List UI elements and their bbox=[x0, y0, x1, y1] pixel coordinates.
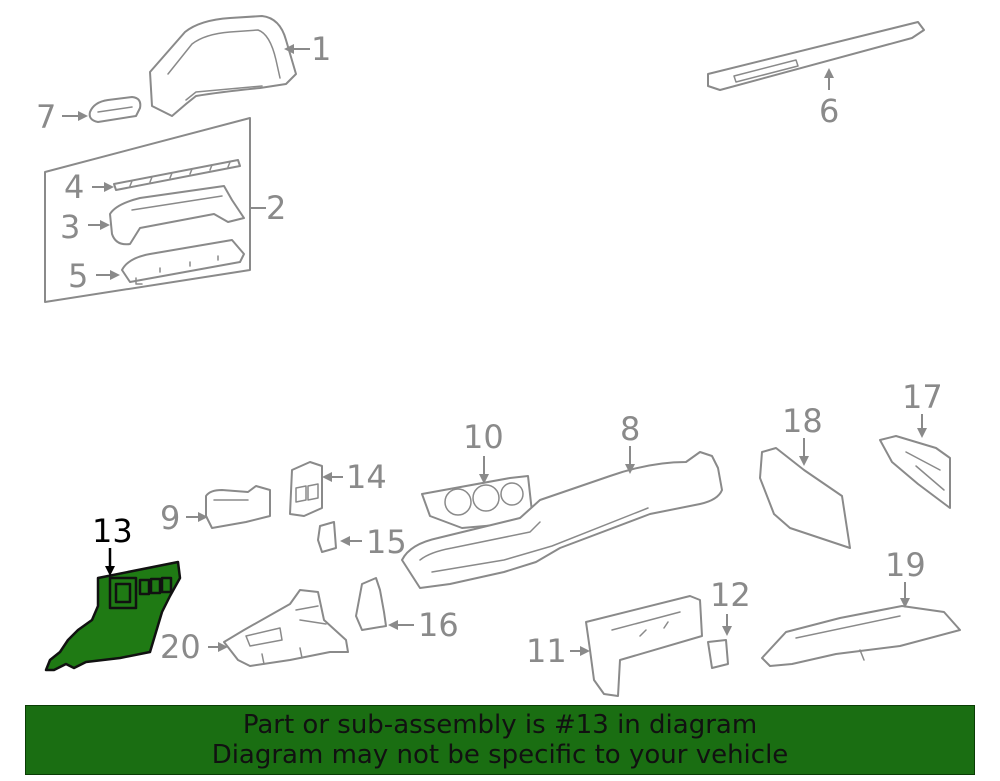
callout-15: 15 bbox=[366, 523, 407, 561]
part-18-side-panel[interactable] bbox=[759, 447, 851, 549]
part-6-trim-strip[interactable] bbox=[707, 21, 925, 91]
callout-7: 7 bbox=[36, 98, 56, 136]
callout-3: 3 bbox=[60, 208, 80, 246]
callout-16: 16 bbox=[418, 606, 459, 644]
callout-10: 10 bbox=[463, 418, 504, 456]
part-info-banner: Part or sub-assembly is #13 in diagram D… bbox=[25, 705, 975, 775]
part-17-end-cap[interactable] bbox=[879, 435, 951, 509]
part-8-instrument-panel[interactable] bbox=[401, 451, 723, 589]
banner-line-2: Diagram may not be specific to your vehi… bbox=[211, 740, 789, 770]
callout-5: 5 bbox=[68, 257, 88, 295]
callout-6: 6 bbox=[819, 92, 839, 130]
callout-20: 20 bbox=[160, 628, 201, 666]
callout-19: 19 bbox=[885, 546, 926, 584]
callout-11: 11 bbox=[526, 632, 567, 670]
part-1-meter-hood[interactable] bbox=[149, 15, 297, 117]
part-13-lower-panel[interactable] bbox=[44, 560, 182, 672]
part-15-clip[interactable] bbox=[317, 521, 337, 553]
part-14-switch-bracket[interactable] bbox=[289, 461, 323, 517]
callout-4: 4 bbox=[64, 168, 84, 206]
part-7-knob[interactable] bbox=[88, 96, 142, 123]
callout-18: 18 bbox=[782, 402, 823, 440]
part-19-glove-box[interactable] bbox=[761, 605, 961, 667]
part-12-clip[interactable] bbox=[707, 639, 729, 669]
callout-13-leader bbox=[105, 548, 115, 576]
callout-14: 14 bbox=[346, 458, 387, 496]
part-20-console-bracket[interactable] bbox=[223, 589, 349, 667]
callout-9: 9 bbox=[160, 499, 180, 537]
part-11-lower-panel[interactable] bbox=[585, 595, 703, 697]
callout-1: 1 bbox=[311, 30, 331, 68]
part-9-cover[interactable] bbox=[205, 485, 271, 529]
callout-8: 8 bbox=[620, 410, 640, 448]
callout-2: 2 bbox=[266, 189, 286, 227]
part-3-garnish[interactable] bbox=[109, 185, 245, 246]
part-5-bracket[interactable] bbox=[121, 239, 245, 285]
part-4-strip[interactable] bbox=[113, 159, 241, 191]
subassembly-2-frame bbox=[44, 117, 251, 303]
callout-13: 13 bbox=[92, 512, 133, 550]
callout-leaders bbox=[62, 44, 927, 656]
callout-12: 12 bbox=[710, 576, 751, 614]
part-16-side-cover[interactable] bbox=[355, 577, 387, 631]
banner-line-1: Part or sub-assembly is #13 in diagram bbox=[242, 710, 758, 740]
callout-17: 17 bbox=[902, 378, 943, 416]
